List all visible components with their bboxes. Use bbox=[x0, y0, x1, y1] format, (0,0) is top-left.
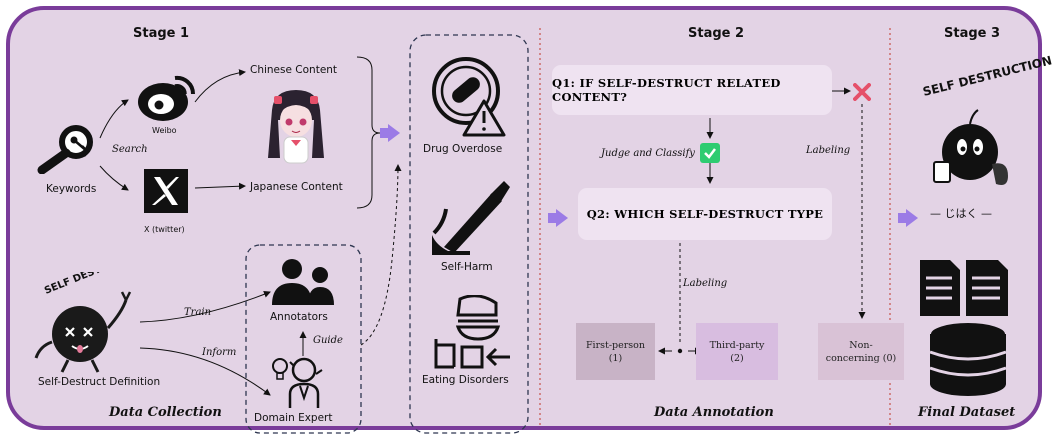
jp-caption: — じはく — bbox=[930, 207, 992, 220]
self-harm-label: Self-Harm bbox=[441, 261, 493, 273]
labeling-center-label: Labeling bbox=[683, 278, 728, 289]
q2-box: Q2: WHICH SELF-DESTRUCT TYPE bbox=[578, 188, 832, 240]
drug-overdose-label: Drug Overdose bbox=[423, 143, 503, 155]
judge-classify-label: Judge and Classify bbox=[601, 148, 695, 159]
self-destructive-mascot-icon: SELF DESTRUCTIVE bbox=[34, 272, 146, 373]
search-arrow-weibo bbox=[99, 99, 129, 139]
people-icon bbox=[272, 259, 334, 305]
purple-arrow-3 bbox=[906, 209, 918, 227]
x-label: X (twitter) bbox=[144, 225, 185, 234]
q2-text: Q2: WHICH SELF-DESTRUCT TYPE bbox=[586, 207, 824, 221]
weibo-label: Weibo bbox=[152, 126, 177, 135]
data-annotation-footer: Data Annotation bbox=[654, 405, 774, 420]
stage1-title: Stage 1 bbox=[133, 26, 190, 41]
cross-icon bbox=[853, 83, 871, 101]
stage3-title: Stage 3 bbox=[944, 26, 1001, 41]
magnifier-icon bbox=[37, 125, 93, 174]
train-arrow bbox=[139, 290, 271, 323]
pill-warning-icon bbox=[432, 57, 506, 137]
expert-icon bbox=[272, 357, 323, 408]
japanese-content-label: Japanese Content bbox=[250, 181, 343, 193]
third-party-box: Third-party (2) bbox=[696, 323, 778, 380]
chinese-content-label: Chinese Content bbox=[250, 64, 338, 76]
guide-label: Guide bbox=[313, 335, 343, 346]
data-collection-footer: Data Collection bbox=[109, 405, 222, 420]
weibo-to-chinese-arrow bbox=[194, 69, 246, 103]
search-arrow-x bbox=[99, 165, 129, 191]
final-logo-text: SELF DESTRUCTION bbox=[921, 53, 1053, 99]
guide-to-types-arrow bbox=[360, 164, 402, 346]
x-to-japanese-arrow bbox=[194, 182, 246, 190]
inform-label: Inform bbox=[202, 347, 237, 358]
annotator-group-box bbox=[245, 244, 362, 434]
domain-expert-label: Domain Expert bbox=[254, 412, 333, 424]
bomb-mascot-icon: SELF DESTRUCTION bbox=[921, 53, 1053, 185]
annotators-label: Annotators bbox=[270, 311, 328, 323]
weibo-icon bbox=[138, 75, 196, 121]
keywords-label: Keywords bbox=[46, 183, 97, 195]
database-icon bbox=[920, 260, 1008, 396]
content-bracket bbox=[356, 56, 381, 209]
purple-arrow-2 bbox=[556, 209, 568, 227]
q1-box: Q1: IF SELF-DESTRUCT RELATED CONTENT? bbox=[552, 65, 832, 115]
definition-label: Self-Destruct Definition bbox=[38, 376, 161, 388]
search-label: Search bbox=[112, 144, 148, 155]
q1-text: Q1: IF SELF-DESTRUCT RELATED CONTENT? bbox=[552, 76, 781, 104]
eating-disorders-label: Eating Disorders bbox=[422, 374, 509, 386]
knife-icon bbox=[432, 181, 510, 255]
stage2-title: Stage 2 bbox=[688, 26, 745, 41]
final-dataset-footer: Final Dataset bbox=[918, 405, 1016, 420]
non-concerning-box: Non- concerning (0) bbox=[818, 323, 904, 380]
train-label: Train bbox=[184, 307, 212, 318]
purple-arrow-1 bbox=[388, 124, 400, 142]
check-icon bbox=[700, 143, 720, 163]
anime-girl-icon bbox=[268, 90, 324, 164]
labeling-right-label: Labeling bbox=[806, 145, 851, 156]
inform-arrow bbox=[139, 347, 271, 396]
types-group-box bbox=[409, 34, 529, 434]
eating-disorder-icon bbox=[434, 295, 510, 369]
x-logo-icon bbox=[144, 169, 188, 213]
first-person-box: First-person (1) bbox=[576, 323, 655, 380]
